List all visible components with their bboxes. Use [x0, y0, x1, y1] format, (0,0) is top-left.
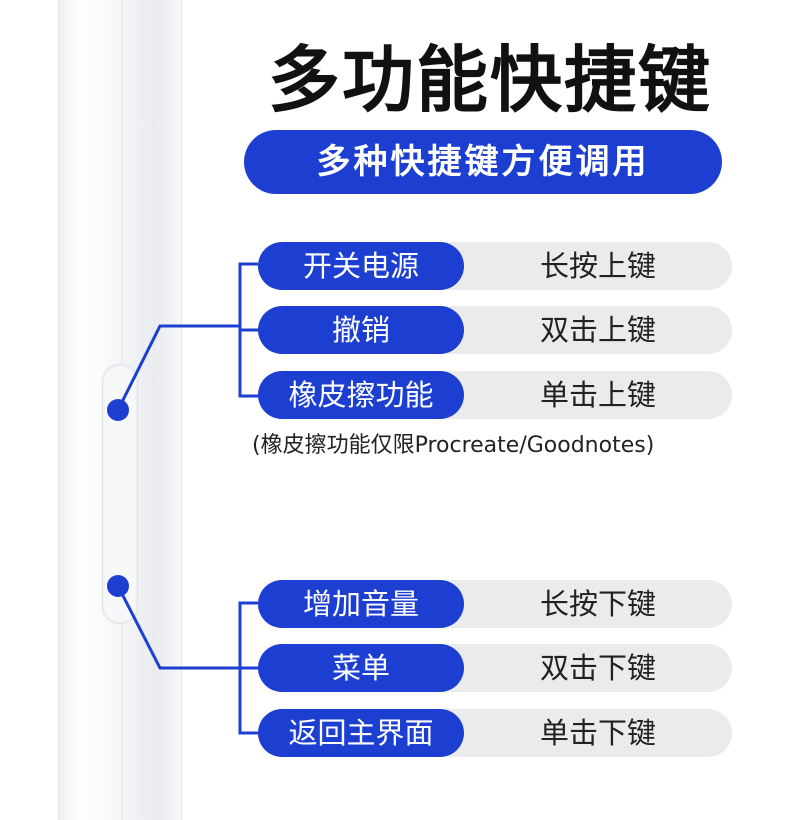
page-title: 多功能快捷键: [267, 38, 712, 122]
shortcut-row: 撤销 双击上键: [258, 306, 732, 354]
shortcut-action: 双击下键: [539, 651, 656, 685]
shortcut-label: 增加音量: [258, 580, 464, 628]
lower-button-dot: [107, 575, 129, 597]
shortcut-action: 单击上键: [539, 378, 656, 412]
upper-button-dot: [107, 399, 129, 421]
shortcut-label: 撤销: [258, 306, 464, 354]
shortcut-row: 菜单 双击下键: [258, 644, 732, 692]
shortcut-row: 开关电源 长按上键: [258, 242, 732, 290]
shortcut-row: 增加音量 长按下键: [258, 580, 732, 628]
shortcut-action: 长按上键: [539, 249, 656, 283]
subtitle-banner: 多种快捷键方便调用: [244, 130, 722, 194]
shortcut-action: 双击上键: [539, 313, 656, 347]
shortcut-row: 橡皮擦功能 单击上键: [258, 371, 732, 419]
lower-connector: [116, 585, 240, 670]
upper-connector: [116, 324, 240, 411]
eraser-note: (橡皮擦功能仅限Procreate/Goodnotes): [252, 433, 655, 458]
shortcut-action: 长按下键: [539, 587, 656, 621]
shortcut-action: 单击下键: [539, 716, 656, 750]
shortcut-label: 返回主界面: [258, 709, 464, 757]
connector-lines: [116, 262, 258, 735]
shortcut-row: 返回主界面 单击下键: [258, 709, 732, 757]
shortcut-label: 开关电源: [258, 242, 464, 290]
shortcut-label: 菜单: [258, 644, 464, 692]
shortcut-label: 橡皮擦功能: [258, 371, 464, 419]
